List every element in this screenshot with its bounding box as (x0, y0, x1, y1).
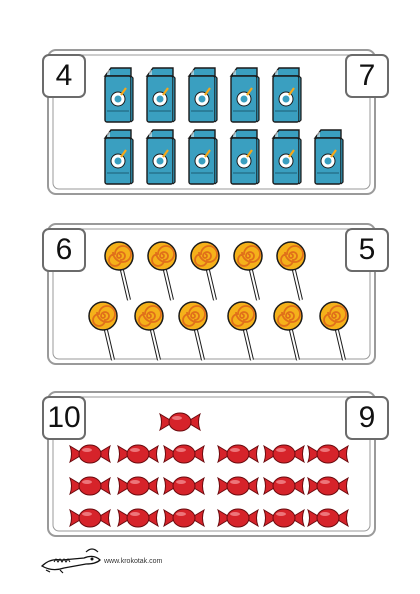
lollipop-icon (146, 240, 182, 302)
wrapped-candy-icon (306, 442, 350, 466)
milk-carton-icon (227, 128, 261, 186)
wrapped-candy-icon (216, 506, 260, 530)
right-number-box[interactable]: 9 (345, 396, 389, 440)
milk-carton-icon (101, 128, 135, 186)
wrapped-candy-icon (158, 410, 202, 434)
lollipop-icon (87, 300, 123, 362)
milk-carton-icon (269, 128, 303, 186)
wrapped-candy-icon (116, 506, 160, 530)
panel-frame (47, 391, 376, 537)
lollipop-icon (133, 300, 169, 362)
wrapped-candy-icon (162, 442, 206, 466)
wrapped-candy-icon (116, 474, 160, 498)
milk-carton-icon (269, 66, 303, 124)
wrapped-candy-icon (306, 506, 350, 530)
right-number-box[interactable]: 5 (345, 228, 389, 272)
footer-url[interactable]: www.krokotak.com (104, 558, 163, 565)
wrapped-candy-icon (162, 474, 206, 498)
wrapped-candy-icon (116, 442, 160, 466)
milk-carton-icon (101, 66, 135, 124)
lollipop-icon (103, 240, 139, 302)
lollipop-icon (318, 300, 354, 362)
left-number-box[interactable]: 4 (42, 54, 86, 98)
milk-carton-icon (143, 66, 177, 124)
panel-wrapped-candies: 10 9 (40, 390, 389, 540)
lollipop-icon (232, 240, 268, 302)
wrapped-candy-icon (262, 442, 306, 466)
panel-frame (47, 49, 376, 195)
wrapped-candy-icon (262, 506, 306, 530)
wrapped-candy-icon (68, 506, 112, 530)
milk-carton-icon (185, 128, 219, 186)
left-number-box[interactable]: 6 (42, 228, 86, 272)
lollipop-icon (272, 300, 308, 362)
lollipop-icon (189, 240, 225, 302)
wrapped-candy-icon (216, 474, 260, 498)
wrapped-candy-icon (68, 442, 112, 466)
milk-carton-icon (227, 66, 261, 124)
krokotak-crocodile-logo (40, 548, 101, 574)
panel-lollipops: 6 5 (40, 222, 389, 368)
footer: www.krokotak.com (40, 540, 240, 580)
wrapped-candy-icon (68, 474, 112, 498)
wrapped-candy-icon (306, 474, 350, 498)
wrapped-candy-icon (262, 474, 306, 498)
wrapped-candy-icon (162, 506, 206, 530)
panel-frame (47, 223, 376, 365)
left-number-box[interactable]: 10 (42, 396, 86, 440)
lollipop-icon (177, 300, 213, 362)
lollipop-icon (226, 300, 262, 362)
panel-milk-cartons: 4 7 (40, 48, 389, 198)
milk-carton-icon (143, 128, 177, 186)
milk-carton-icon (311, 128, 345, 186)
lollipop-icon (275, 240, 311, 302)
right-number-box[interactable]: 7 (345, 54, 389, 98)
milk-carton-icon (185, 66, 219, 124)
wrapped-candy-icon (216, 442, 260, 466)
